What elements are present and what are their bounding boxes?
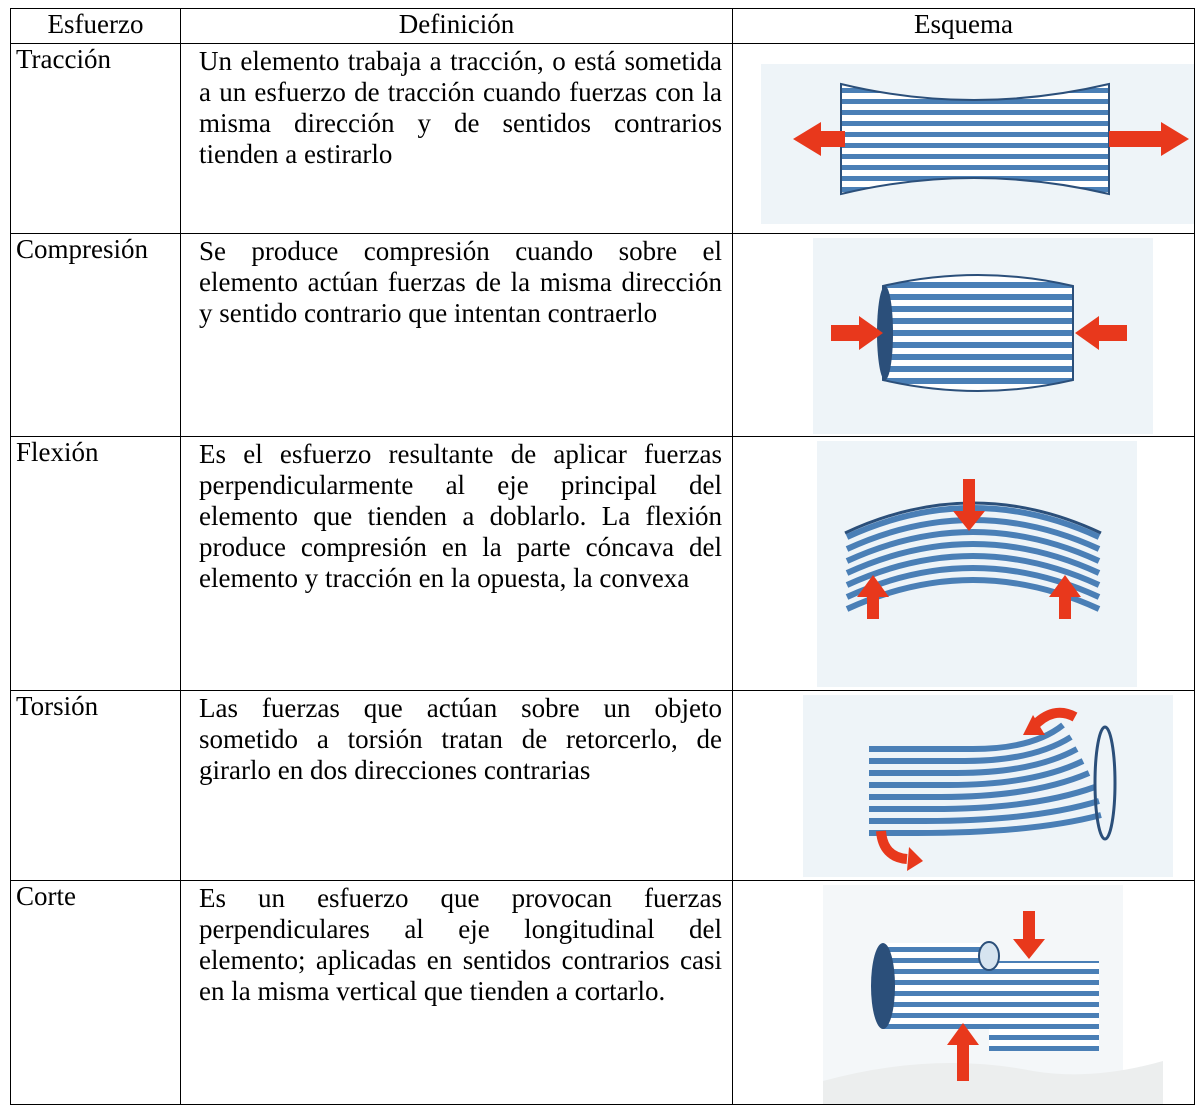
compression-diagram [732, 233, 1195, 437]
table-row: Tracción Un elemento trabaja a tracción,… [10, 43, 1195, 234]
stress-name: Corte [10, 880, 181, 1105]
table-header-row: Esfuerzo Definición Esquema [10, 8, 1195, 44]
stress-name: Tracción [10, 43, 181, 234]
stress-name: Flexión [10, 436, 181, 691]
table-row: Torsión Las fuerzas que actúan sobre un … [10, 690, 1195, 881]
definition-text: Un elemento trabaja a tracción, o está s… [199, 46, 722, 169]
stress-definition: Se produce compresión cuando sobre el el… [180, 233, 733, 437]
header-scheme: Esquema [732, 8, 1195, 44]
stress-definition: Un elemento trabaja a tracción, o está s… [180, 43, 733, 234]
definition-text: Es un esfuerzo que provocan fuerzas perp… [199, 883, 722, 1006]
definition-text: Las fuerzas que actúan sobre un objeto s… [199, 693, 722, 785]
stress-name: Torsión [10, 690, 181, 881]
traction-diagram [732, 43, 1195, 234]
stress-definition: Es el esfuerzo resultante de aplicar fue… [180, 436, 733, 691]
stress-definition: Las fuerzas que actúan sobre un objeto s… [180, 690, 733, 881]
table-row: Compresión Se produce compresión cuando … [10, 233, 1195, 437]
definition-text: Es el esfuerzo resultante de aplicar fue… [199, 439, 722, 593]
bending-diagram [732, 436, 1195, 691]
stress-definition: Es un esfuerzo que provocan fuerzas perp… [180, 880, 733, 1105]
stress-types-table: Esfuerzo Definición Esquema Tracción Un … [10, 8, 1195, 1105]
definition-text: Se produce compresión cuando sobre el el… [199, 236, 722, 328]
shear-diagram [732, 880, 1195, 1105]
table-row: Flexión Es el esfuerzo resultante de apl… [10, 436, 1195, 691]
stress-name: Compresión [10, 233, 181, 437]
torsion-diagram [732, 690, 1195, 881]
header-definition: Definición [180, 8, 733, 44]
header-stress: Esfuerzo [10, 8, 181, 44]
table-row: Corte Es un esfuerzo que provocan fuerza… [10, 880, 1195, 1105]
